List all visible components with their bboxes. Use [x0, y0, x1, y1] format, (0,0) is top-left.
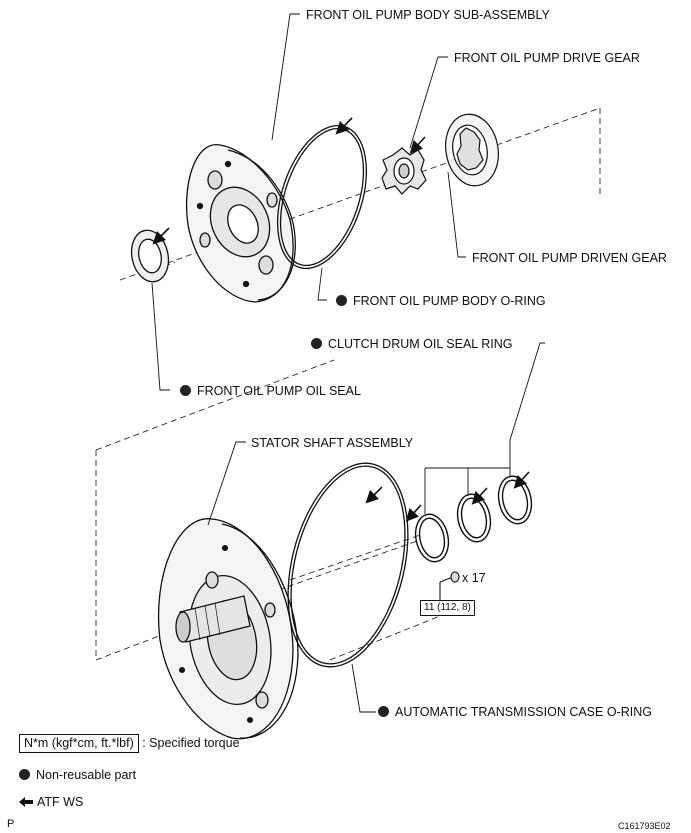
pump-driven-gear: [445, 113, 499, 187]
label-pump-body: FRONT OIL PUMP BODY SUB-ASSEMBLY: [306, 8, 550, 22]
leader-lines-lower: [207, 441, 376, 713]
label-case-o-ring-text: AUTOMATIC TRANSMISSION CASE O-RING: [395, 705, 652, 719]
clutch-drum-seal-rings: [414, 475, 533, 563]
label-stator: STATOR SHAFT ASSEMBLY: [251, 436, 414, 450]
label-driven-gear: FRONT OIL PUMP DRIVEN GEAR: [472, 251, 667, 265]
legend-torque-unit: N*m (kgf*cm, ft.*lbf): [19, 734, 139, 753]
legend-torque: N*m (kgf*cm, ft.*lbf) : Specified torque: [19, 734, 240, 753]
leader-lines-upper: [151, 13, 545, 441]
legend-atf-text: ATF WS: [37, 795, 84, 809]
label-clutch-seal-text: CLUTCH DRUM OIL SEAL RING: [328, 337, 513, 351]
legend-torque-desc: : Specified torque: [142, 736, 240, 750]
label-body-o-ring-text: FRONT OIL PUMP BODY O-RING: [353, 294, 546, 308]
label-bolt-qty: x 17: [462, 571, 486, 585]
atf-arrows-lower: [365, 471, 530, 522]
non-reusable-marker: [336, 295, 347, 306]
non-reusable-marker: [19, 769, 30, 780]
label-oil-seal: FRONT OIL PUMP OIL SEAL: [180, 384, 361, 398]
non-reusable-marker: [311, 338, 322, 349]
label-drive-gear: FRONT OIL PUMP DRIVE GEAR: [454, 51, 640, 65]
torque-value-box: 11 (112, 8): [420, 600, 475, 616]
label-case-o-ring: AUTOMATIC TRANSMISSION CASE O-RING: [378, 705, 652, 719]
label-oil-seal-text: FRONT OIL PUMP OIL SEAL: [197, 384, 361, 398]
stator-shaft-assembly: [157, 518, 299, 740]
bolt: [439, 571, 460, 600]
figure-code: C161793E02: [618, 821, 671, 831]
pump-body-sub-assembly: [185, 144, 296, 303]
seal-ring-bracket: [424, 440, 511, 514]
case-o-ring: [287, 462, 409, 668]
legend-atf: ATF WS: [19, 795, 83, 809]
pump-oil-seal: [130, 229, 170, 283]
label-clutch-seal: CLUTCH DRUM OIL SEAL RING: [311, 337, 513, 351]
atf-arrow-icon: [19, 797, 33, 807]
pump-drive-gear: [381, 147, 427, 195]
atf-arrows-upper: [152, 117, 426, 245]
corner-mark: P: [7, 818, 15, 830]
non-reusable-marker: [378, 706, 389, 717]
legend-nonreusable: Non-reusable part: [19, 768, 136, 782]
label-body-o-ring: FRONT OIL PUMP BODY O-RING: [336, 294, 546, 308]
non-reusable-marker: [180, 385, 191, 396]
legend-nonreusable-text: Non-reusable part: [36, 768, 137, 782]
